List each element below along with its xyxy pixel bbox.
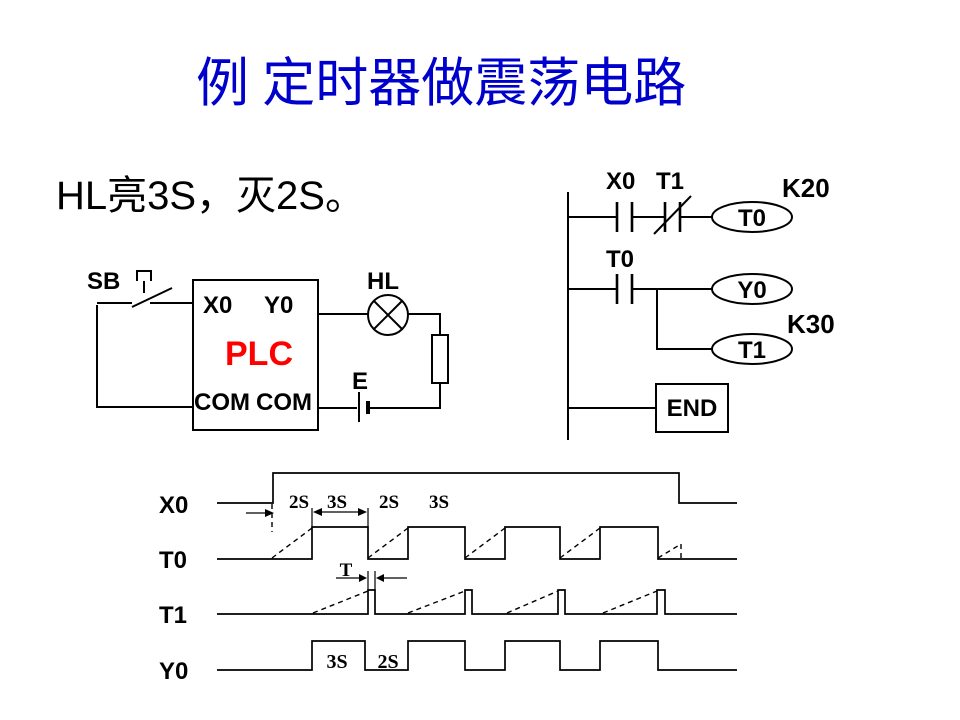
end-label: END [667,395,718,422]
coil-t0-label: T0 [738,205,766,232]
t-pulse-width-arrows-icon [336,571,407,590]
timing-diagram: X0 T0 T1 Y0 [159,472,737,685]
delay-arrow-icon [246,504,274,532]
contact-t1-nc-icon [653,195,692,235]
battery-label: E [352,368,368,395]
coil-t1-label: T1 [738,337,766,364]
plc-input-label: X0 [203,292,232,319]
row-y0-label: Y0 [159,658,188,685]
t0-waveform [217,526,737,560]
coil-t1-icon [711,333,793,365]
load-resistor-icon [431,334,449,384]
coil-y0-icon [711,273,793,305]
rung1-contact1-label: X0 [606,168,635,195]
pushbutton-icon [131,270,173,308]
battery-icon [358,392,370,422]
t0-timing-ramps [271,527,682,559]
end-block [655,383,729,433]
y0-on-label: 3S [326,651,347,673]
slide-title: 例 定时器做震荡电路 [196,55,687,113]
span-arrow-icon [313,508,367,516]
rung2-branch-wire [656,289,712,350]
battery-wire-right [370,383,441,409]
wiring-diagram: SB X0 Y0 PLC COM COM HL E [87,268,449,431]
plc-output-label: Y0 [264,292,293,319]
hl-label: HL [367,268,399,295]
contact-t0-icon [615,274,634,304]
rung1-preset-label: K20 [782,173,830,203]
rung2-preset-label: K30 [787,309,835,339]
lamp-icon [367,294,409,336]
left-loop-wire [96,305,193,408]
row-t1-label: T1 [159,602,187,629]
plc-box [192,279,319,431]
span1-label: 2S [289,492,309,513]
plc-label: PLC [225,335,293,373]
span4-label: 3S [429,492,449,513]
lamp-wire-right [408,313,441,335]
rung2-contact-label: T0 [606,246,634,273]
span2-label: 3S [327,492,347,513]
com-left-label: COM [194,389,250,416]
contact-x0-icon [615,202,634,232]
row-x0-label: X0 [159,492,188,519]
com-right-label: COM [256,389,312,416]
slide-subtitle: HL亮3S，灭2S。 [56,174,365,218]
coil-t0-icon [711,201,793,233]
t1-timing-ramps [312,590,658,614]
x0-waveform [217,472,737,504]
sb-label: SB [87,268,120,295]
row-t0-label: T0 [159,547,187,574]
t-label: T [340,560,353,581]
y0-waveform [217,640,737,671]
y0-off-label: 2S [377,651,398,673]
rung1-contact2-label: T1 [656,168,684,195]
ladder-diagram: X0 T1 K20 T0 T0 Y0 K30 T1 END [567,168,835,440]
coil-y0-label: Y0 [737,277,766,304]
span3-label: 2S [379,492,399,513]
t1-waveform [217,589,737,615]
